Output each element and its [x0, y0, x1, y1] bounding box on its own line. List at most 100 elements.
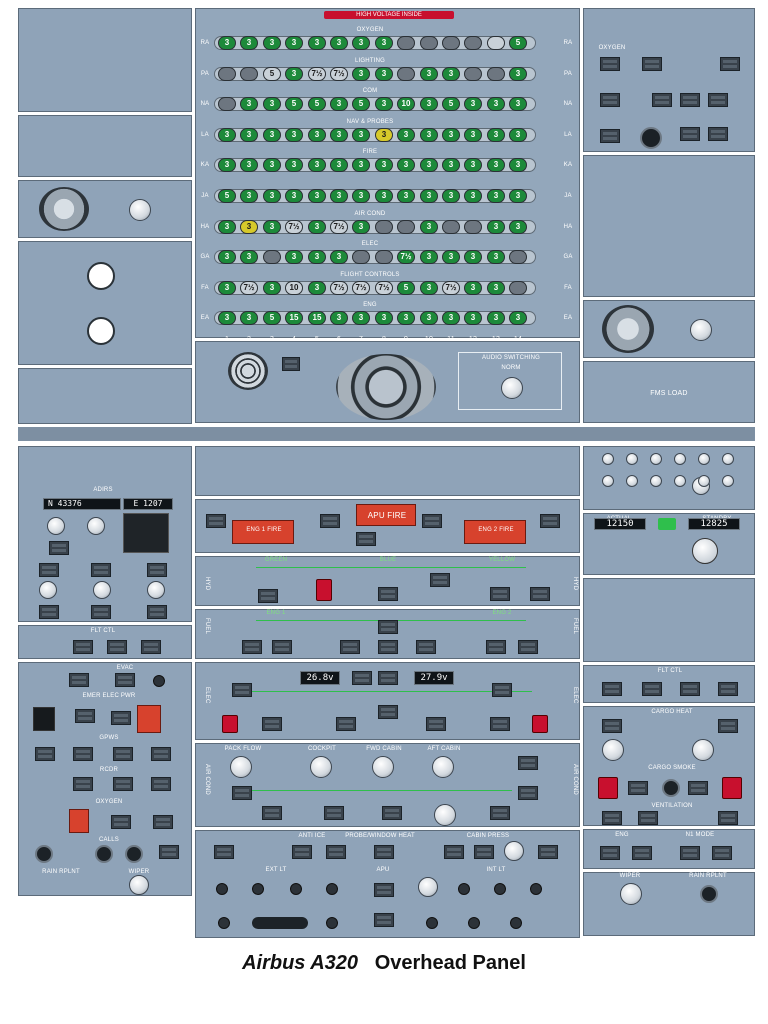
circuit-breaker-indicator[interactable]: 5	[218, 189, 236, 203]
gen1-line-button[interactable]	[75, 709, 95, 723]
top-right-btn-8[interactable]	[600, 129, 620, 143]
circuit-breaker-indicator[interactable]: 3	[240, 128, 258, 142]
rwy-turn-off-switch[interactable]	[218, 917, 230, 929]
cargo-smoke-test-round[interactable]	[662, 779, 680, 797]
circuit-breaker-indicator[interactable]: 3	[464, 311, 482, 325]
cargo-smoke-aft-disch[interactable]	[722, 777, 742, 799]
circuit-breaker-indicator[interactable]	[509, 281, 527, 295]
emer-gen-test-guard[interactable]	[33, 707, 55, 731]
eng1-agent1-button[interactable]	[206, 514, 226, 528]
circuit-breaker-indicator[interactable]: 3	[375, 128, 393, 142]
circuit-breaker-indicator[interactable]: 7½	[330, 220, 348, 234]
circuit-breaker-indicator[interactable]: 3	[308, 36, 326, 50]
circuit-breaker-indicator[interactable]	[442, 220, 460, 234]
ir2-fault-button[interactable]	[147, 563, 167, 577]
circuit-breaker-indicator[interactable]: 3	[263, 158, 281, 172]
adr3-button[interactable]	[91, 605, 111, 619]
circuit-breaker-indicator[interactable]: 3	[420, 67, 438, 81]
circuit-breaker-indicator[interactable]: 3	[464, 281, 482, 295]
circuit-breaker-indicator[interactable]	[240, 67, 258, 81]
probe-heat-button[interactable]	[374, 845, 394, 859]
top-right-btn-1[interactable]	[600, 57, 620, 71]
circuit-breaker-indicator[interactable]: 3	[420, 128, 438, 142]
circuit-breaker-indicator[interactable]: 3	[308, 189, 326, 203]
circuit-breaker-indicator[interactable]: 3	[442, 311, 460, 325]
circuit-breaker-indicator[interactable]: 3	[218, 36, 236, 50]
circuit-breaker-indicator[interactable]	[442, 36, 460, 50]
rmp-selector-knob[interactable]	[698, 475, 710, 487]
circuit-breaker-indicator[interactable]: 3	[420, 189, 438, 203]
circuit-breaker-indicator[interactable]: 3	[352, 158, 370, 172]
circuit-breaker-indicator[interactable]: 3	[263, 220, 281, 234]
adirs-display-selector[interactable]	[47, 517, 65, 535]
circuit-breaker-indicator[interactable]: 7½	[285, 220, 303, 234]
circuit-breaker-indicator[interactable]: 7½	[397, 250, 415, 264]
l-tk-pump1-button[interactable]	[242, 640, 262, 654]
bat2-button[interactable]	[378, 671, 398, 685]
circuit-breaker-indicator[interactable]: 3	[308, 158, 326, 172]
call-aft-button[interactable]	[125, 845, 143, 863]
gen2-button[interactable]	[490, 717, 510, 731]
circuit-breaker-indicator[interactable]: 3	[308, 220, 326, 234]
eng1-anti-ice-button[interactable]	[292, 845, 312, 859]
call-fwd-button[interactable]	[95, 845, 113, 863]
circuit-breaker-indicator[interactable]: 3	[442, 158, 460, 172]
nav-logo-switch[interactable]	[326, 883, 338, 895]
evac-capt-purser-toggle[interactable]	[153, 675, 165, 687]
rmp-selector-knob[interactable]	[698, 453, 710, 465]
circuit-breaker-indicator[interactable]: 3	[397, 311, 415, 325]
circuit-breaker-indicator[interactable]: 3	[352, 36, 370, 50]
no-smoking-switch[interactable]	[510, 917, 522, 929]
circuit-breaker-indicator[interactable]: 3	[218, 158, 236, 172]
circuit-breaker-indicator[interactable]: 7½	[352, 281, 370, 295]
mask-man-on-guard[interactable]	[69, 809, 89, 833]
pack1-button[interactable]	[232, 786, 252, 800]
x-bleed-knob[interactable]	[434, 804, 456, 826]
cargo-smoke-aft-button[interactable]	[688, 781, 708, 795]
circuit-breaker-indicator[interactable]	[375, 220, 393, 234]
circuit-breaker-indicator[interactable]: 5	[397, 281, 415, 295]
apu-gen-button[interactable]	[336, 717, 356, 731]
circuit-breaker-indicator[interactable]: 5	[285, 97, 303, 111]
emer-gen-button[interactable]	[111, 711, 131, 725]
circuit-breaker-indicator[interactable]: 3	[420, 281, 438, 295]
strobe-switch[interactable]	[216, 883, 228, 895]
circuit-breaker-indicator[interactable]: 5	[442, 97, 460, 111]
cargo-smoke-test-button[interactable]	[628, 781, 648, 795]
circuit-breaker-indicator[interactable]: 3	[509, 220, 527, 234]
rmp-selector-knob[interactable]	[722, 453, 734, 465]
loudspeaker-volume-knob[interactable]	[129, 199, 151, 221]
ir1-mode-knob[interactable]	[39, 581, 57, 599]
circuit-breaker-indicator[interactable]: 3	[240, 97, 258, 111]
adirs-keypad[interactable]	[123, 513, 169, 553]
circuit-breaker-indicator[interactable]: 3	[509, 128, 527, 142]
circuit-breaker-indicator[interactable]: 5	[509, 36, 527, 50]
right-loudspeaker-knob[interactable]	[690, 319, 712, 341]
circuit-breaker-indicator[interactable]: 3	[352, 189, 370, 203]
dome-switch[interactable]	[494, 883, 506, 895]
circuit-breaker-indicator[interactable]: 3	[375, 97, 393, 111]
cabin-press-mode-sel-button[interactable]	[444, 845, 464, 859]
circuit-breaker-indicator[interactable]: 7½	[308, 67, 326, 81]
r-tk-pump2-button[interactable]	[518, 640, 538, 654]
circuit-breaker-indicator[interactable]: 3	[464, 158, 482, 172]
circuit-breaker-indicator[interactable]	[375, 250, 393, 264]
circuit-breaker-indicator[interactable]: 3	[240, 189, 258, 203]
circuit-breaker-indicator[interactable]: 3	[420, 220, 438, 234]
circuit-breaker-indicator[interactable]	[509, 250, 527, 264]
ann-lt-switch[interactable]	[530, 883, 542, 895]
wiper-left-knob[interactable]	[129, 875, 149, 895]
rmp-selector-knob[interactable]	[602, 475, 614, 487]
circuit-breaker-indicator[interactable]: 3	[487, 158, 505, 172]
adr1-button[interactable]	[39, 605, 59, 619]
eng2-anti-ice-button[interactable]	[326, 845, 346, 859]
circuit-breaker-indicator[interactable]: 7½	[330, 67, 348, 81]
wing-anti-ice-button[interactable]	[214, 845, 234, 859]
circuit-breaker-indicator[interactable]: 3	[487, 250, 505, 264]
cockpit-temp-knob[interactable]	[310, 756, 332, 778]
sec1-button[interactable]	[107, 640, 127, 654]
circuit-breaker-indicator[interactable]	[397, 36, 415, 50]
circuit-breaker-indicator[interactable]: 3	[308, 250, 326, 264]
apu-master-button[interactable]	[374, 883, 394, 897]
circuit-breaker-indicator[interactable]: 3	[509, 158, 527, 172]
